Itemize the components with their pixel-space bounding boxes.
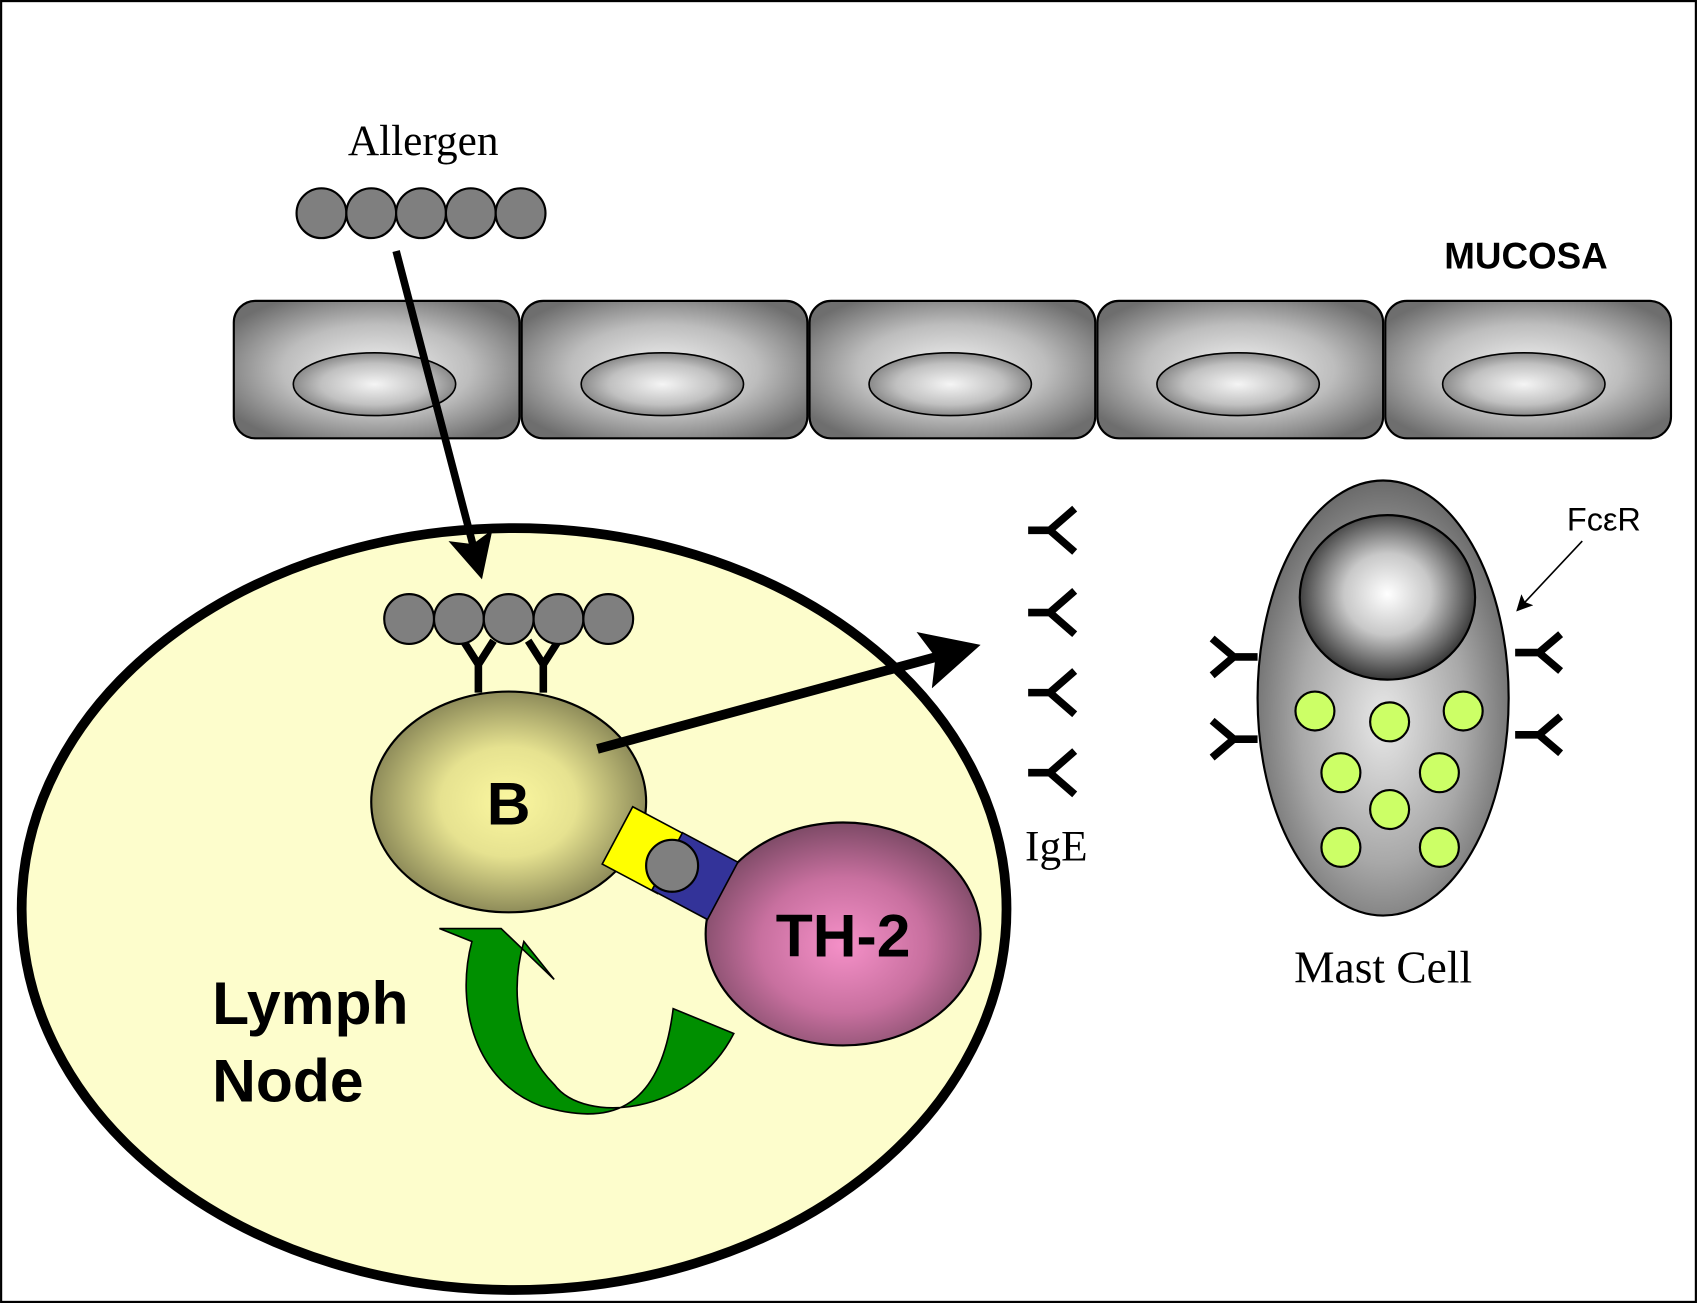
bcr-antibody <box>524 638 562 693</box>
bound-ige-left <box>1209 717 1258 761</box>
allergen-bead <box>482 593 535 646</box>
mast-cell-granules <box>1294 690 1484 868</box>
epithelial-nucleus <box>1156 351 1321 417</box>
bound-ige-right <box>1515 713 1564 757</box>
ige-antibody <box>1028 668 1078 718</box>
b-cell-label: B <box>487 770 531 838</box>
allergen-chain <box>295 187 547 240</box>
ige-antibody <box>1028 505 1078 555</box>
mucosa-label: MUCOSA <box>1444 235 1607 276</box>
epithelial-nucleus <box>1441 351 1606 417</box>
allergen-bead <box>395 187 447 240</box>
granule <box>1369 701 1411 743</box>
lymph-node-label-line2: Node <box>212 1047 363 1115</box>
allergen-bead <box>444 187 497 240</box>
peptide-antigen <box>645 838 700 893</box>
bound-allergen-chain <box>383 593 635 646</box>
epithelial-cell <box>808 299 1097 440</box>
epithelial-nucleus <box>868 351 1033 417</box>
epithelial-nucleus <box>580 351 745 417</box>
ige-secretion-arrow <box>596 632 981 754</box>
granule <box>1320 826 1362 868</box>
allergen-bead <box>345 187 398 240</box>
epithelial-cell <box>1384 299 1673 440</box>
lymph-node-label-line1: Lymph <box>212 969 408 1037</box>
bound-ige-left <box>1209 635 1258 679</box>
allergen-bead <box>432 593 485 646</box>
ige-antibody <box>1028 588 1078 638</box>
allergen-entry-arrow <box>392 250 493 580</box>
fcer-label: FcεR <box>1567 501 1641 537</box>
mast-cell-nucleus <box>1298 514 1477 681</box>
b-cell-bcr <box>460 638 562 693</box>
allergen-bead <box>494 187 547 240</box>
granule <box>1418 752 1460 794</box>
mast-cell <box>1209 479 1564 917</box>
epithelial-cell <box>232 299 521 440</box>
ige-antibody <box>1028 748 1078 798</box>
ige-label: IgE <box>1025 822 1087 870</box>
bound-ige-right <box>1515 631 1564 674</box>
epithelial-cell <box>520 299 809 440</box>
allergen-label: Allergen <box>348 117 499 165</box>
th2-label: TH-2 <box>776 902 911 970</box>
granule <box>1369 788 1411 831</box>
th2-help-arrow <box>439 927 735 1115</box>
mucosa-epithelium <box>232 299 1673 440</box>
b-cell <box>370 690 648 914</box>
allergen-bead <box>383 593 436 646</box>
allergen-bead <box>532 593 585 646</box>
allergen-bead <box>295 187 348 240</box>
epithelial-cell <box>1096 299 1385 440</box>
epithelial-nucleus <box>292 351 457 417</box>
granule <box>1320 752 1362 794</box>
fcer-pointer-arrow <box>1516 540 1583 612</box>
mast-cell-bound-ige <box>1209 631 1564 761</box>
mast-cell-label: Mast Cell <box>1294 942 1472 993</box>
th2-cell <box>704 821 982 1047</box>
bcr-antibody <box>460 638 497 693</box>
granule <box>1442 690 1484 732</box>
free-ige-antibodies <box>1028 505 1078 798</box>
allergen-bead <box>582 593 635 646</box>
granule <box>1418 826 1460 868</box>
mhc-tcr-synapse <box>601 805 740 921</box>
granule <box>1294 690 1336 732</box>
